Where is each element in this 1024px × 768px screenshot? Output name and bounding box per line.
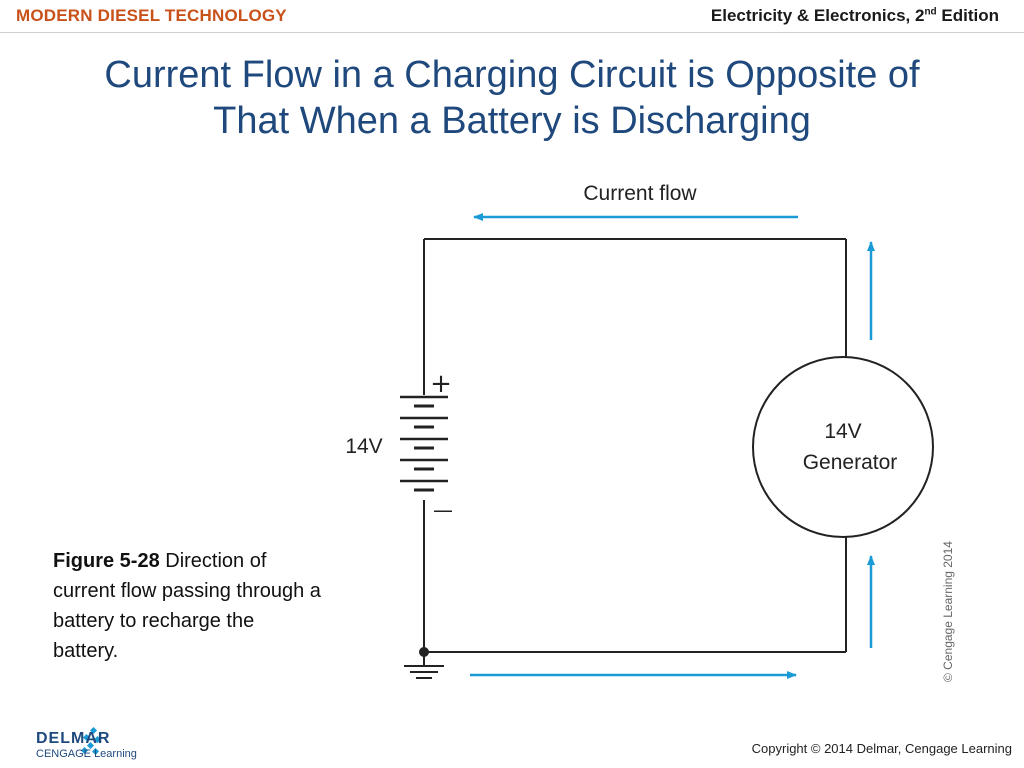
figure-caption: Figure 5-28 Direction of current flow pa… <box>53 546 323 666</box>
figure-description: Direction of current flow passing throug… <box>53 550 321 662</box>
battery-minus-sign: — <box>433 498 453 522</box>
battery-voltage-label: 14V <box>345 435 382 458</box>
slide-title: Current Flow in a Charging Circuit is Op… <box>40 52 984 144</box>
battery-plus-sign: + <box>430 369 452 399</box>
header-book-main: Electricity & Electronics, 2 <box>710 6 925 25</box>
generator-voltage-label: 14V <box>824 420 861 443</box>
header-divider <box>0 32 1024 33</box>
footer-copyright: Copyright © 2014 Delmar, Cengage Learnin… <box>751 741 1012 756</box>
header-book-sup: nd <box>924 6 937 18</box>
current-flow-label: Current flow <box>583 182 697 205</box>
generator-circle <box>752 356 934 538</box>
header-book-end: Edition <box>936 6 999 25</box>
slide-title-line2: That When a Battery is Discharging <box>213 100 811 142</box>
battery-symbol <box>400 395 448 492</box>
generator-name-label: Generator <box>803 451 898 474</box>
slide-title-line1: Current Flow in a Charging Circuit is Op… <box>104 54 920 96</box>
delmar-logo-text: DELMAR <box>36 730 111 747</box>
header-series-title: MODERN DIESEL TECHNOLOGY <box>16 6 287 25</box>
figure-number: Figure 5-28 <box>53 550 160 572</box>
cengage-logo-text: CENGAGE Learning <box>36 748 137 760</box>
header-book-title: Electricity & Electronics, 2nd Edition <box>711 6 999 26</box>
ground-symbol <box>404 647 444 679</box>
copyright-credit-vertical: © Cengage Learning 2014 <box>941 541 955 682</box>
delmar-logo-icon <box>80 726 102 756</box>
